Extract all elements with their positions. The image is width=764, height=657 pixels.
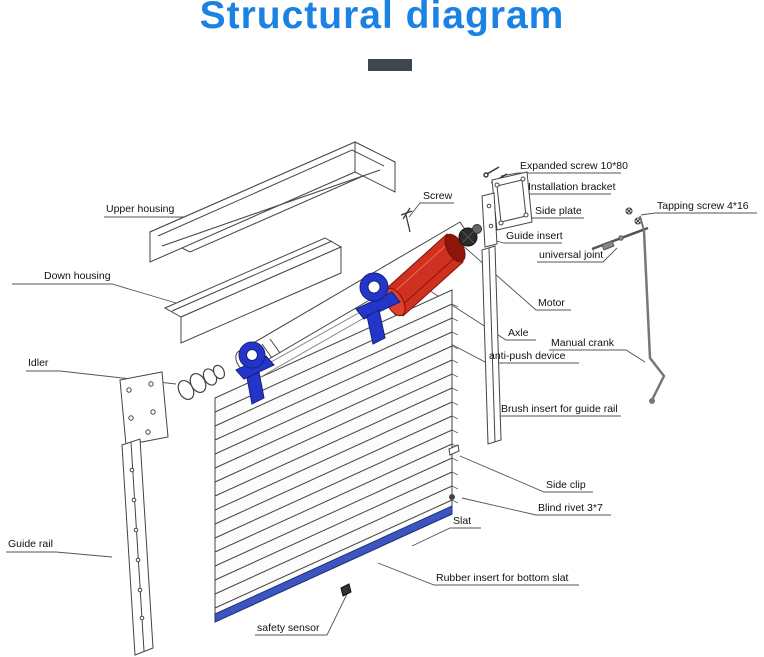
side-clip-part (448, 444, 460, 456)
leader-down-housing (12, 283, 177, 304)
leader-slat (411, 527, 481, 547)
left-bracket-part (119, 371, 169, 446)
label-blind-rivet: Blind rivet 3*7 (538, 502, 603, 514)
label-down-housing: Down housing (44, 270, 111, 282)
label-expanded-screw: Expanded screw 10*80 (520, 160, 628, 172)
universal-joint-part (591, 226, 649, 251)
screw-part (400, 207, 413, 233)
label-screw: Screw (423, 190, 453, 202)
leader-universal-joint (537, 247, 618, 263)
label-tapping-screw: Tapping screw 4*16 (657, 200, 749, 212)
label-installation-bracket: Installation bracket (528, 181, 616, 193)
label-manual-crank: Manual crank (551, 337, 615, 349)
idler-part (177, 364, 226, 401)
label-guide-insert: Guide insert (506, 230, 563, 242)
label-side-plate: Side plate (535, 205, 582, 217)
label-anti-push-device: anti-push device (489, 350, 566, 362)
guide-rail-part (121, 438, 154, 656)
leader-tapping-screw (640, 212, 757, 216)
label-upper-housing: Upper housing (106, 203, 175, 215)
leader-safety-sensor (255, 593, 348, 636)
label-side-clip: Side clip (546, 479, 586, 491)
page-title: Structural diagram (199, 0, 565, 37)
manual-crank-part (639, 215, 666, 404)
leader-guide-rail (6, 551, 113, 558)
side-plate-part (481, 171, 533, 248)
title-underline-mark (368, 59, 412, 71)
leader-screw (408, 202, 454, 218)
label-idler: Idler (28, 357, 49, 369)
label-safety-sensor: safety sensor (257, 622, 320, 634)
left-bearing-part (235, 341, 275, 405)
leader-side-clip (459, 455, 593, 493)
blind-rivet-part (449, 494, 455, 500)
label-universal-joint: universal joint (539, 249, 604, 261)
label-slat: Slat (453, 515, 472, 527)
leader-rubber-insert (377, 562, 579, 586)
installation-bracket-part (481, 192, 498, 248)
label-guide-rail: Guide rail (8, 538, 53, 550)
leader-blind-rivet (461, 497, 611, 516)
label-rubber-insert: Rubber insert for bottom slat (436, 572, 569, 584)
label-brush-insert: Brush insert for guide rail (501, 403, 618, 415)
leader-manual-crank (549, 349, 646, 363)
down-housing-part (163, 237, 343, 344)
brush-insert-rail-part (481, 245, 502, 445)
upper-housing-part (148, 141, 397, 263)
bottom-slat-part (214, 505, 453, 623)
slat-panel-part (214, 289, 460, 623)
tapping-screw-part (625, 207, 642, 225)
label-motor: Motor (538, 297, 565, 309)
label-axle: Axle (508, 327, 529, 339)
anti-push-device-part (355, 272, 401, 345)
safety-sensor-part (340, 583, 352, 597)
